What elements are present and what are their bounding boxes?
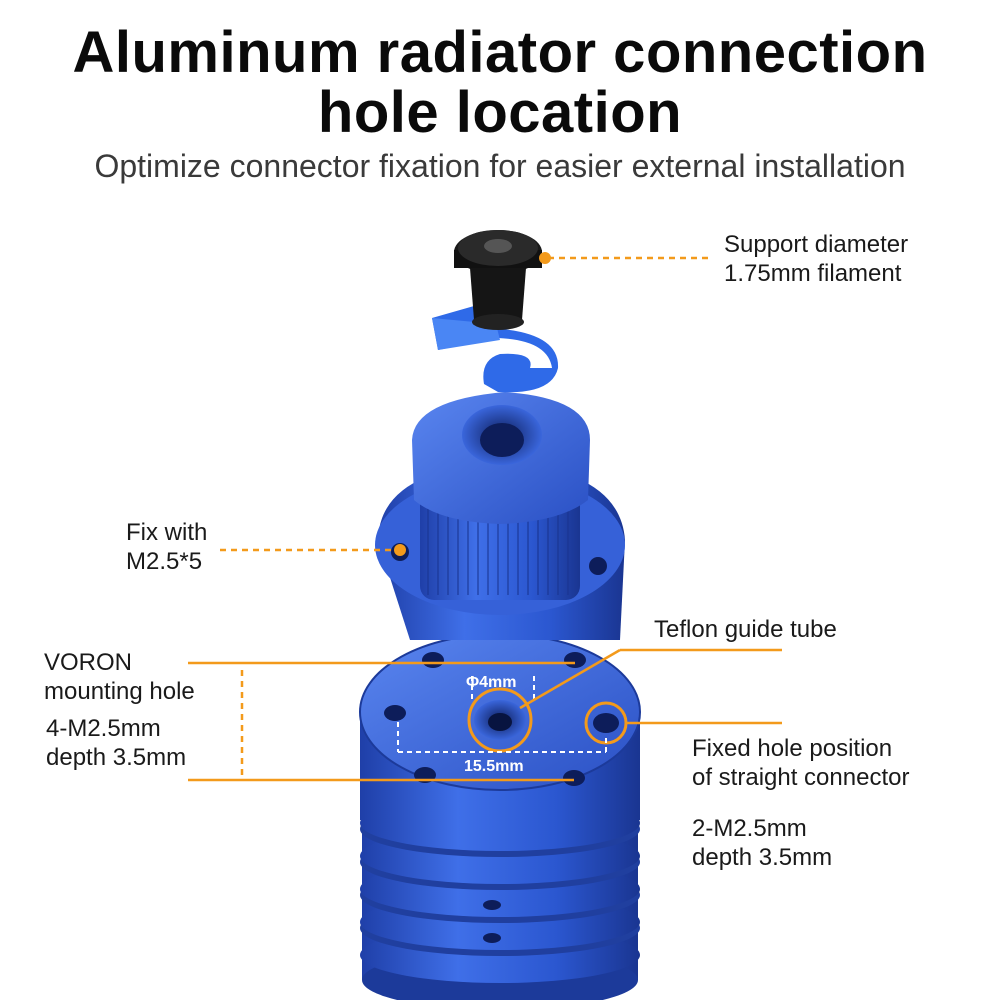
callout-fix-line-2: M2.5*5 [126, 548, 203, 575]
leader-lines [188, 256, 782, 782]
callout-voron-spec-1: 4-M2.5mm [46, 715, 161, 742]
dimension-inner-diameter: Φ4mm [466, 674, 517, 691]
dimension-hole-spacing: 15.5mm [464, 758, 524, 775]
callout-voron-line-1: VORON [44, 649, 133, 676]
callout-support-line-2: 1.75mm filament [724, 260, 902, 287]
callout-support-line-1: Support diameter [724, 231, 909, 258]
callout-fixed-line-1: Fixed hole position [692, 735, 893, 762]
leader-dots [394, 252, 551, 556]
connector-body [412, 392, 590, 600]
page-title-line-1: Aluminum radiator connection [72, 20, 928, 85]
callout-teflon-tube: Teflon guide tube [654, 616, 837, 643]
heatsink-fins [360, 795, 640, 1000]
straight-connector-hole [593, 713, 619, 733]
callout-fixed-spec-1: 2-M2.5mm [692, 815, 807, 842]
callout-fixed-line-2: of straight connector [692, 764, 910, 791]
teflon-tube-hole [474, 700, 526, 740]
callout-fix-line-1: Fix with [126, 519, 208, 546]
push-fit-fitting [454, 230, 542, 330]
callout-fixed-spec-2: depth 3.5mm [692, 844, 833, 871]
callout-voron-line-2: mounting hole [44, 678, 195, 705]
dimension-lines [397, 676, 607, 753]
callout-voron-spec-2: depth 3.5mm [46, 744, 187, 771]
page-title-line-2: hole location [317, 80, 683, 145]
page-subtitle: Optimize connector fixation for easier e… [94, 148, 906, 184]
